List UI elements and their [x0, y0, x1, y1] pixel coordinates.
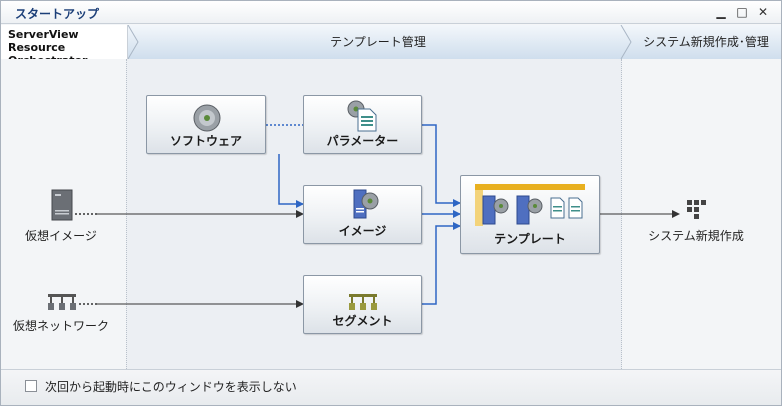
minimize-button[interactable]: ▁ [716, 5, 726, 19]
virtual-image-item[interactable]: 仮想イメージ [21, 189, 101, 245]
template-bundle-icon [475, 184, 585, 226]
virtual-network-item[interactable]: 仮想ネットワーク [11, 291, 111, 337]
segment-label: セグメント [332, 314, 393, 328]
software-label: ソフトウェア [169, 134, 242, 148]
step-header-background [128, 25, 781, 59]
system-blocks-icon [687, 200, 706, 219]
template-label: テンプレート [494, 232, 566, 246]
segment-node[interactable]: セグメント [303, 275, 422, 334]
template-node[interactable]: テンプレート [460, 175, 600, 254]
brand-line-1: ServerView [8, 28, 79, 41]
step-system-create-manage[interactable]: システム新規作成･管理 [643, 35, 769, 49]
image-label: イメージ [338, 224, 387, 238]
dont-show-checkbox[interactable] [25, 380, 37, 392]
system-create-label: システム新規作成 [648, 229, 744, 243]
maximize-button[interactable]: □ [736, 5, 748, 19]
dont-show-label[interactable]: 次回から起動時にこのウィンドウを表示しない [45, 380, 297, 394]
product-brand: ServerView Resource Orchestrator [1, 25, 128, 67]
footer-bar: 次回から起動時にこのウィンドウを表示しない [1, 369, 781, 405]
image-node[interactable]: イメージ [303, 185, 422, 244]
system-create-item[interactable]: システム新規作成 [641, 197, 751, 245]
close-button[interactable]: ✕ [757, 5, 769, 19]
step-template-management[interactable]: テンプレート管理 [330, 35, 426, 49]
server-icon [51, 189, 73, 221]
parameter-document-icon [347, 100, 377, 132]
parameter-node[interactable]: パラメーター [303, 95, 422, 154]
image-server-disc-icon [353, 189, 379, 219]
virtual-network-label: 仮想ネットワーク [12, 319, 109, 333]
step-header: ServerView Resource Orchestrator テンプレート管… [1, 25, 781, 67]
network-switch-icon [48, 294, 76, 310]
software-node[interactable]: ソフトウェア [146, 95, 266, 154]
disc-icon [193, 104, 221, 132]
parameter-label: パラメーター [326, 134, 399, 148]
title-bar: スタートアップ ▁ □ ✕ [1, 1, 781, 24]
window-title: スタートアップ [15, 7, 100, 21]
virtual-image-label: 仮想イメージ [25, 229, 97, 243]
segment-network-icon [349, 294, 377, 310]
